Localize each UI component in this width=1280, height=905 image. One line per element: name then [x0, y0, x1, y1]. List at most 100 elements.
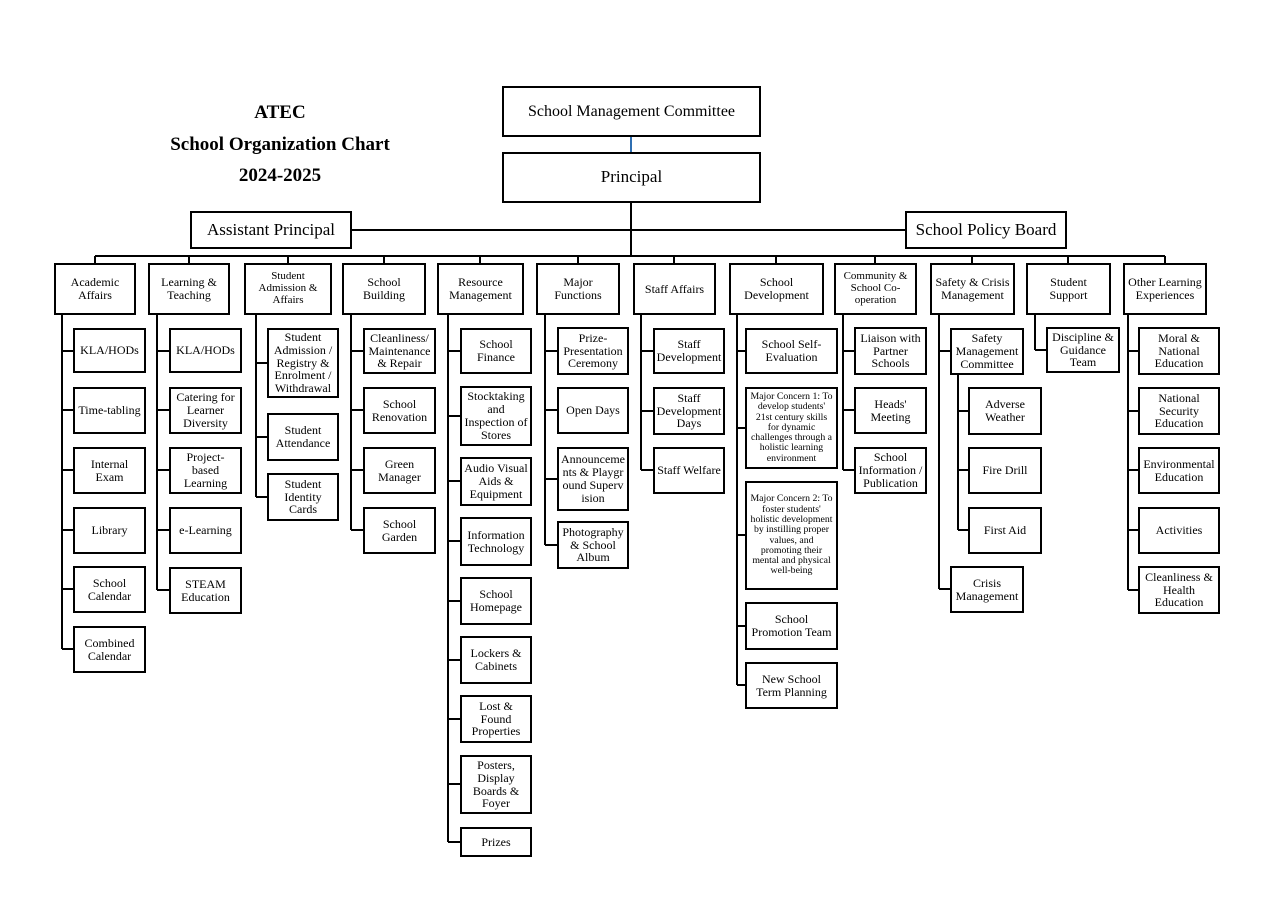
item-prize-presentation: Prize-Presentation Ceremony — [557, 327, 629, 375]
item-label: Posters, Display Boards & Foyer — [472, 757, 520, 811]
item-label: Prizes — [481, 834, 511, 849]
item-posters-display: Posters, Display Boards & Foyer — [460, 755, 532, 814]
dept-learning-teaching: Learning & Teaching — [148, 263, 230, 315]
dept-academic-affairs: Academic Affairs — [54, 263, 136, 315]
dept-label: Major Functions — [554, 275, 602, 302]
item-label: Green Manager — [378, 456, 421, 484]
dept-label: Student Support — [1049, 275, 1088, 302]
item-national-security-education: National Security Education — [1138, 387, 1220, 435]
item-label: Time-tabling — [78, 403, 141, 418]
item-cleanliness-health-education: Cleanliness & Health Education — [1138, 566, 1220, 614]
item-kla-hods-lt: KLA/HODs — [169, 328, 242, 373]
item-label: Activities — [1155, 523, 1203, 538]
item-label: Stocktaking and Inspection of Stores — [464, 389, 528, 442]
dept-label: School Development — [744, 275, 809, 302]
item-school-renovation: School Renovation — [363, 387, 436, 434]
item-stocktaking: Stocktaking and Inspection of Stores — [460, 386, 532, 446]
chart-title: ATEC School Organization Chart 2024-2025 — [150, 97, 410, 192]
item-label: Safety Management Committee — [955, 331, 1019, 371]
dept-label: Other Learning Experiences — [1128, 275, 1202, 302]
node-label: School Policy Board — [915, 219, 1057, 239]
item-school-calendar: School Calendar — [73, 566, 146, 613]
item-school-finance: School Finance — [460, 328, 532, 374]
item-label: Combined Calendar — [84, 635, 135, 663]
item-label: Staff Welfare — [657, 463, 721, 478]
item-major-concern-2: Major Concern 2: To foster students' hol… — [745, 481, 838, 590]
item-label: Cleanliness/ Maintenance & Repair — [368, 330, 431, 371]
item-label: Fire Drill — [982, 463, 1028, 478]
item-student-admission: Student Admission / Registry & Enrolment… — [267, 328, 339, 398]
item-steam-education: STEAM Education — [169, 567, 242, 614]
item-staff-development-days: Staff Development Days — [653, 387, 725, 435]
item-crisis-management: Crisis Management — [950, 566, 1024, 613]
item-student-attendance: Student Attendance — [267, 413, 339, 461]
node-school-management-committee: School Management Committee — [502, 86, 761, 137]
item-label: Major Concern 2: To foster students' hol… — [750, 493, 833, 577]
dept-major-functions: Major Functions — [536, 263, 620, 315]
item-combined-calendar: Combined Calendar — [73, 626, 146, 673]
item-label: Discipline & Guidance Team — [1052, 329, 1114, 370]
node-principal: Principal — [502, 152, 761, 203]
dept-student-admission-affairs: Student Admission & Affairs — [244, 263, 332, 315]
dept-other-learning-experiences: Other Learning Experiences — [1123, 263, 1207, 315]
item-green-manager: Green Manager — [363, 447, 436, 494]
item-school-information-publication: School Information / Publication — [854, 447, 927, 494]
item-label: School Information / Publication — [858, 450, 923, 490]
item-moral-national-education: Moral & National Education — [1138, 327, 1220, 375]
item-label: Project-based Learning — [183, 450, 228, 490]
dept-school-building: School Building — [342, 263, 426, 315]
item-student-identity-cards: Student Identity Cards — [267, 473, 339, 521]
node-label: Assistant Principal — [207, 219, 335, 239]
item-lost-found: Lost & Found Properties — [460, 695, 532, 743]
item-label: Announcements & Playground Supervision — [561, 452, 625, 505]
item-label: Library — [91, 523, 128, 538]
item-photography-album: Photography & School Album — [557, 521, 629, 569]
item-label: STEAM Education — [181, 576, 230, 604]
dept-school-development: School Development — [729, 263, 824, 315]
item-heads-meeting: Heads' Meeting — [854, 387, 927, 434]
dept-resource-management: Resource Management — [437, 263, 524, 315]
dept-label: Academic Affairs — [70, 275, 120, 302]
item-time-tabling: Time-tabling — [73, 387, 146, 434]
item-school-self-evaluation: School Self-Evaluation — [745, 328, 838, 374]
item-label: Photography & School Album — [562, 524, 624, 565]
title-chart-name: School Organization Chart — [170, 133, 390, 155]
item-library: Library — [73, 507, 146, 554]
item-audio-visual: Audio Visual Aids & Equipment — [460, 457, 532, 506]
item-label: Student Admission / Registry & Enrolment… — [273, 329, 333, 396]
node-label: Principal — [600, 167, 663, 187]
item-label: First Aid — [983, 523, 1027, 538]
item-label: Cleanliness & Health Education — [1145, 569, 1213, 610]
item-label: Environmental Education — [1143, 456, 1215, 484]
item-activities: Activities — [1138, 507, 1220, 554]
dept-label: Student Admission & Affairs — [258, 270, 318, 306]
dept-safety-crisis-management: Safety & Crisis Management — [930, 263, 1015, 315]
item-label: School Finance — [477, 337, 515, 364]
item-label: Student Identity Cards — [284, 476, 322, 517]
item-adverse-weather: Adverse Weather — [968, 387, 1042, 435]
item-label: Information Technology — [467, 527, 525, 555]
item-kla-hods: KLA/HODs — [73, 328, 146, 373]
dept-label: Staff Affairs — [644, 281, 705, 296]
item-internal-exam: Internal Exam — [73, 447, 146, 494]
item-label: Student Attendance — [275, 423, 331, 450]
item-label: KLA/HODs — [80, 343, 139, 358]
dept-label: Community & School Co-operation — [843, 270, 908, 306]
item-label: Adverse Weather — [985, 397, 1025, 424]
item-major-concern-1: Major Concern 1: To develop students' 21… — [745, 387, 838, 469]
title-year: 2024-2025 — [238, 165, 322, 186]
item-label: e-Learning — [179, 523, 232, 538]
dept-student-support: Student Support — [1026, 263, 1111, 315]
item-environmental-education: Environmental Education — [1138, 447, 1220, 494]
dept-label: Learning & Teaching — [161, 275, 217, 302]
item-announcements: Announcements & Playground Supervision — [557, 447, 629, 511]
item-cleanliness-maintenance: Cleanliness/ Maintenance & Repair — [363, 328, 436, 374]
item-prizes: Prizes — [460, 827, 532, 857]
item-learner-diversity: Catering for Learner Diversity — [169, 387, 242, 434]
item-discipline-guidance-team: Discipline & Guidance Team — [1046, 327, 1120, 373]
title-school: ATEC — [254, 102, 306, 123]
item-label: Catering for Learner Diversity — [176, 390, 235, 430]
item-safety-management-committee: Safety Management Committee — [950, 328, 1024, 375]
